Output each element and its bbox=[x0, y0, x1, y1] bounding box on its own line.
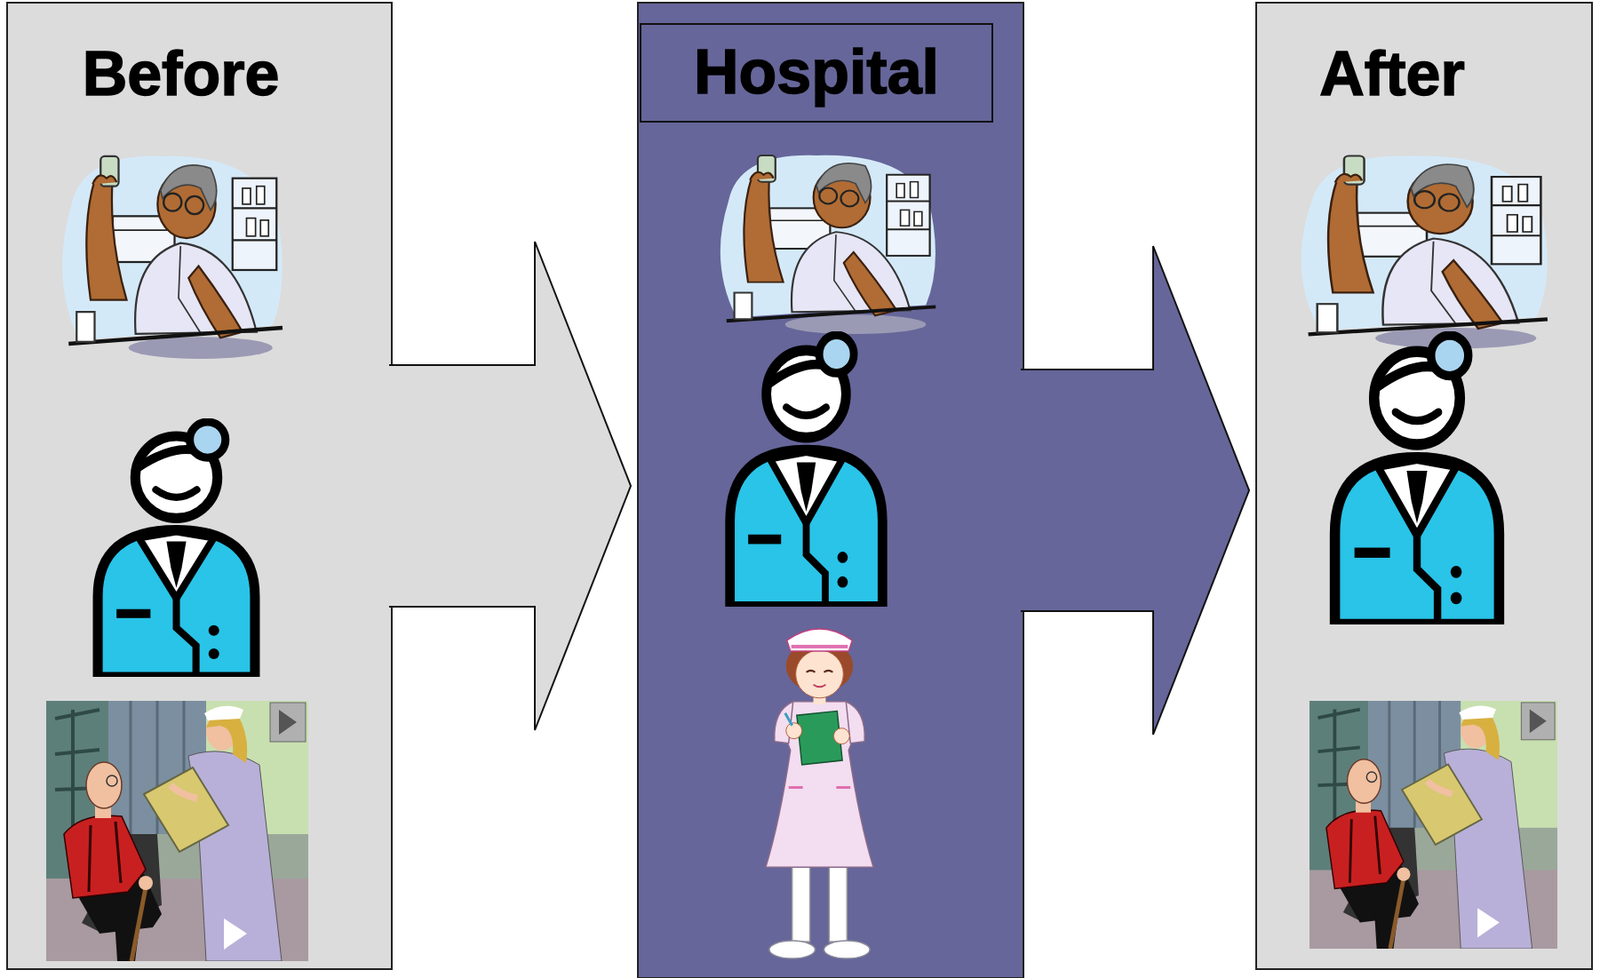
nurse-picture bbox=[765, 628, 874, 959]
panel-box: After bbox=[1256, 2, 1593, 970]
block-arrow bbox=[389, 241, 631, 731]
panel-fill bbox=[637, 2, 1024, 978]
pharmacist-picture bbox=[1301, 155, 1548, 349]
panel-title: After bbox=[1224, 38, 1561, 110]
block-arrow-fill bbox=[389, 241, 631, 731]
panel-fill bbox=[7, 2, 392, 970]
panel-title: Hospital bbox=[639, 23, 994, 123]
panel-title: Before bbox=[0, 38, 374, 110]
panel-box: Before bbox=[7, 2, 392, 970]
doctor-icon bbox=[730, 334, 884, 607]
panel-box: Hospital bbox=[637, 2, 1024, 978]
block-arrow bbox=[1020, 246, 1250, 735]
patient-nurse-picture bbox=[46, 700, 309, 962]
block-arrow-fill bbox=[1020, 246, 1250, 735]
pharmacist-picture bbox=[62, 156, 283, 359]
doctor-icon bbox=[97, 421, 255, 677]
pharmacist-picture bbox=[720, 155, 936, 335]
doctor-icon bbox=[1335, 335, 1500, 625]
block-arrow-outline bbox=[389, 241, 631, 731]
patient-nurse-picture bbox=[1309, 700, 1558, 949]
block-arrow-outline bbox=[1020, 246, 1250, 735]
panel-fill bbox=[1256, 2, 1593, 970]
